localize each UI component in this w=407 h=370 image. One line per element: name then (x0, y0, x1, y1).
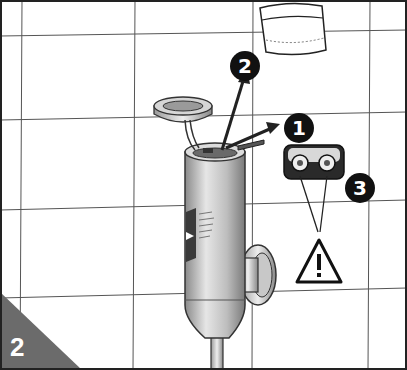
callout-number: 1 (285, 114, 313, 142)
callout-circles (230, 51, 375, 203)
callout-number: 2 (231, 52, 259, 80)
device-body (185, 143, 245, 338)
removal-arrows (222, 68, 280, 150)
step-corner (0, 292, 82, 370)
callout-number: 3 (346, 174, 374, 202)
warning-symbol (297, 176, 341, 282)
pipe (211, 335, 223, 370)
step-number: 2 (10, 334, 24, 360)
battery-pack (284, 145, 344, 179)
battery-box (260, 3, 326, 54)
cap (154, 97, 212, 150)
